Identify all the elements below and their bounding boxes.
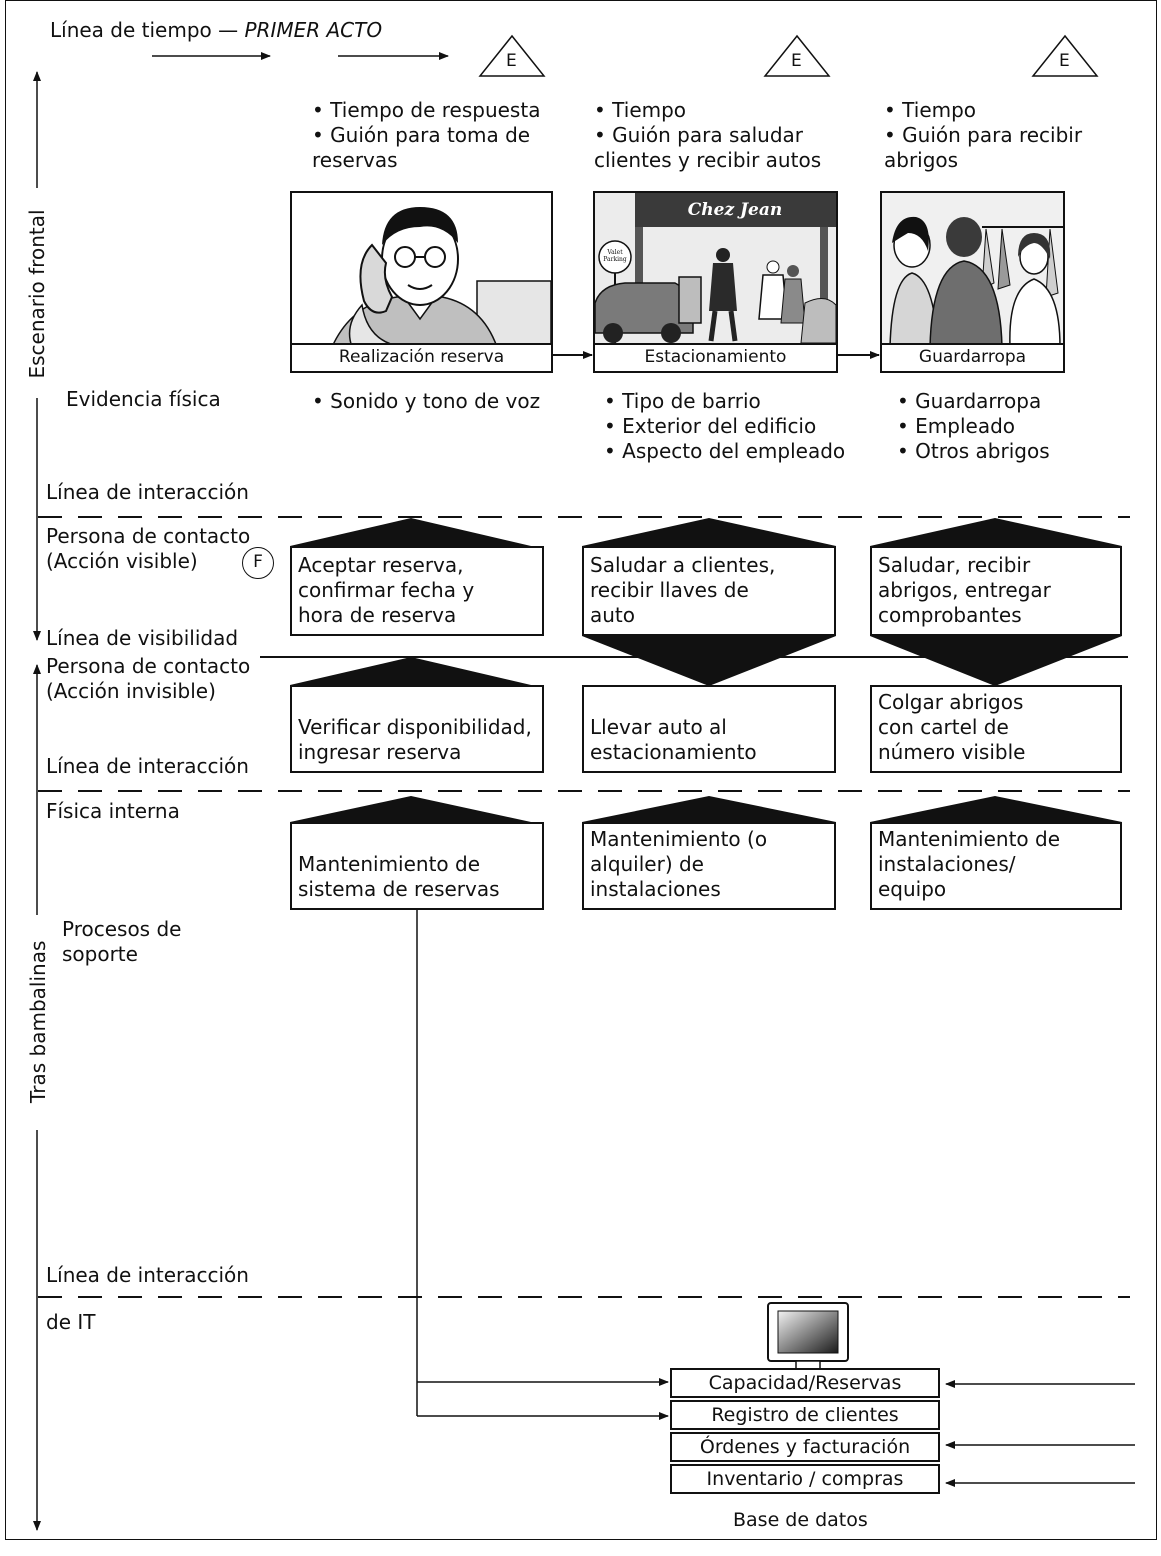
- support-box-2: Mantenimiento (o alquiler) de instalacio…: [582, 822, 836, 910]
- visible-action-text-2: Saludar a clientes, recibir llaves de au…: [590, 553, 776, 627]
- visible-action-text-1: Aceptar reserva, confirmar fecha y hora …: [298, 553, 475, 627]
- invisible-action-box-3: Colgar abrigos con cartel de número visi…: [870, 685, 1122, 773]
- diagram-frame: [5, 0, 1157, 1540]
- support-text-2: Mantenimiento (o alquiler) de instalacio…: [590, 827, 768, 901]
- visible-action-text-3: Saludar, recibir abrigos, entregar compr…: [878, 553, 1051, 627]
- physical-evidence-label: Evidencia física: [66, 387, 221, 411]
- cloakroom-illustration: [882, 193, 1063, 347]
- internal-physical-label: Física interna: [46, 799, 180, 823]
- support-text-1: Mantenimiento de sistema de reservas: [298, 852, 500, 901]
- database-label: Base de datos: [733, 1509, 868, 1531]
- contact-invisible-label: Persona de contacto (Acción invisible): [46, 654, 251, 703]
- invisible-action-text-2: Llevar auto al estacionamiento: [590, 715, 757, 764]
- interaction-line-label-3: Línea de interacción: [46, 1263, 249, 1287]
- e-triangle-1: [478, 34, 546, 77]
- support-text-3: Mantenimiento de instalaciones/ equipo: [878, 827, 1061, 901]
- reservation-photo: Realización reserva: [290, 191, 553, 373]
- e-badge-1: E: [506, 51, 517, 71]
- cloakroom-photo: Guardarropa: [880, 191, 1065, 373]
- invisible-action-text-3: Colgar abrigos con cartel de número visi…: [878, 690, 1026, 764]
- standards-3: • Tiempo • Guión para recibir abrigos: [884, 98, 1083, 172]
- phone-person-illustration: [331, 207, 551, 347]
- evidence-3: • Guardarropa • Empleado • Otros abrigos: [897, 389, 1050, 463]
- timeline-act: PRIMER ACTO: [244, 18, 383, 42]
- database-row-inventory: Inventario / compras: [670, 1464, 940, 1494]
- timeline-label: Línea de tiempo — PRIMER ACTO: [50, 18, 383, 42]
- parking-caption: Estacionamiento: [595, 343, 836, 371]
- contact-visible-label: Persona de contacto (Acción visible): [46, 524, 251, 573]
- evidence-2: • Tipo de barrio • Exterior del edificio…: [604, 389, 846, 463]
- support-processes-label: Procesos de soporte: [62, 917, 182, 966]
- e-badge-3: E: [1059, 51, 1070, 71]
- f-badge: F: [242, 547, 274, 579]
- interaction-line-label-1: Línea de interacción: [46, 480, 249, 504]
- evidence-1: • Sonido y tono de voz: [312, 389, 541, 413]
- e-triangle-3: [1031, 34, 1099, 77]
- support-box-3: Mantenimiento de instalaciones/ equipo: [870, 822, 1122, 910]
- cloakroom-caption: Guardarropa: [882, 343, 1063, 371]
- database-row-customers: Registro de clientes: [670, 1400, 940, 1430]
- invisible-action-text-1: Verificar disponibilidad, ingresar reser…: [298, 715, 532, 764]
- standards-2: • Tiempo • Guión para saludar clientes y…: [594, 98, 822, 172]
- invisible-action-box-2: Llevar auto al estacionamiento: [582, 685, 836, 773]
- interaction-line-label-2: Línea de interacción: [46, 754, 249, 778]
- it-label: de IT: [46, 1310, 96, 1334]
- reservation-caption: Realización reserva: [292, 343, 551, 371]
- standards-1: • Tiempo de respuesta • Guión para toma …: [312, 98, 541, 172]
- e-badge-2: E: [791, 51, 802, 71]
- e-triangle-2: [763, 34, 831, 77]
- chez-jean-sign: Chez Jean: [688, 200, 783, 220]
- database-row-capacity: Capacidad/Reservas: [670, 1368, 940, 1398]
- database-row-orders: Órdenes y facturación: [670, 1432, 940, 1462]
- visibility-line-label: Línea de visibilidad: [46, 626, 239, 650]
